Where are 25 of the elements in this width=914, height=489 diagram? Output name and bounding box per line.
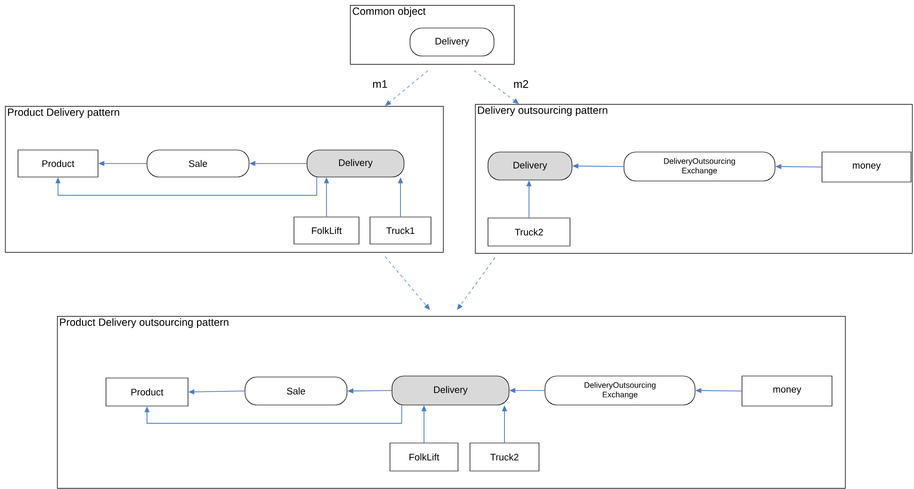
process-box: money xyxy=(742,376,832,406)
process-box: Truck2 xyxy=(470,442,540,472)
arrow xyxy=(457,257,496,310)
arrow xyxy=(55,176,318,196)
rounded-box: Delivery xyxy=(410,28,494,56)
edge-label: m1 xyxy=(373,80,388,88)
process-box: Product xyxy=(18,150,98,178)
arrow xyxy=(144,404,402,424)
process-box: Truck2 xyxy=(488,218,570,246)
process-box: FolkLift xyxy=(294,216,360,244)
process-box: Product xyxy=(106,378,188,406)
process-box: money xyxy=(822,152,912,182)
arrow xyxy=(385,70,428,106)
arrow xyxy=(474,70,519,104)
rounded-box: Delivery xyxy=(488,152,572,180)
rounded-box: DeliveryOutsourcing Exchange xyxy=(544,376,696,406)
rounded-box: Delivery xyxy=(392,376,510,406)
process-box: FolkLift xyxy=(390,442,458,472)
rounded-box: DeliveryOutsourcing Exchange xyxy=(624,152,776,182)
rounded-box: Sale xyxy=(146,150,250,178)
rounded-box: Sale xyxy=(244,376,348,406)
arrow xyxy=(384,256,430,310)
edge-label: m2 xyxy=(514,80,528,88)
rounded-box: Delivery xyxy=(306,150,404,178)
process-box: Truck1 xyxy=(370,216,432,244)
